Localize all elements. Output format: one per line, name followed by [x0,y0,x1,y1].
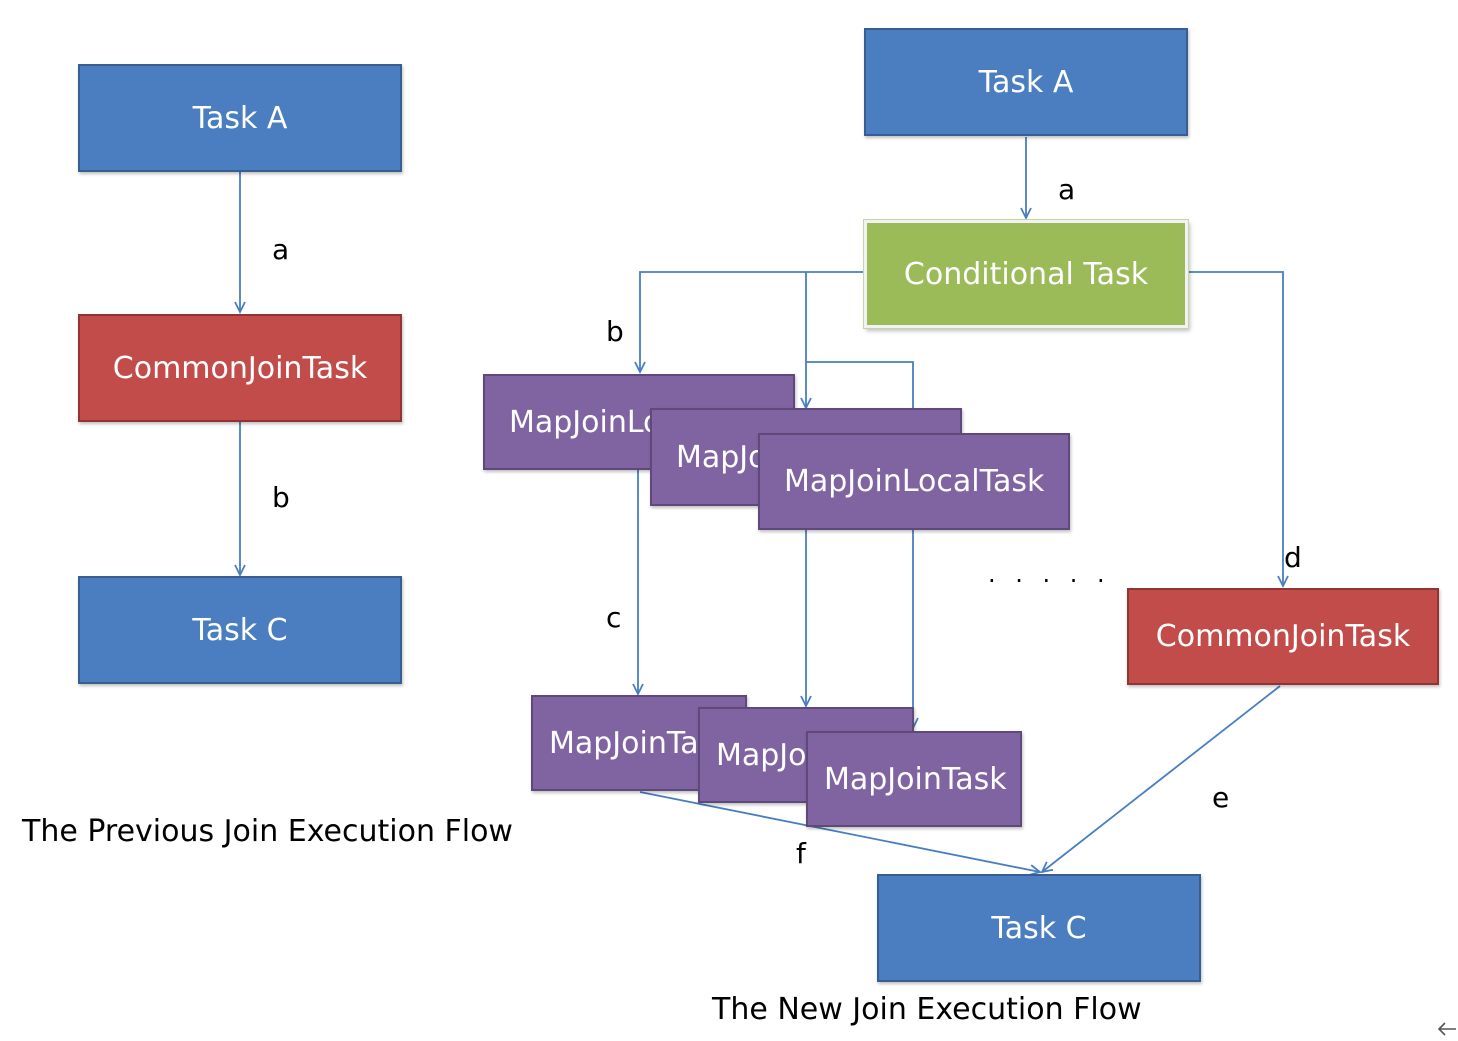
left-common-join-task-label: CommonJoinTask [112,350,368,386]
conditional-task-label: Conditional Task [903,256,1149,292]
arrow-right-d [1188,271,1289,589]
right-task-c-box: Task C [877,874,1201,982]
left-task-a-label: Task A [192,100,288,136]
right-task-a-box: Task A [864,28,1188,136]
right-edge-f-label: f [796,837,806,870]
arrow-left-icon[interactable] [1436,1021,1458,1037]
right-edge-d-label: d [1284,541,1302,574]
right-task-c-label: Task C [991,910,1087,946]
arrow-right-e [1040,685,1281,874]
right-edge-e-label: e [1212,781,1230,814]
right-flow-caption: The New Join Execution Flow [712,992,1142,1027]
right-edge-a-label: a [1058,173,1076,206]
conditional-task-box: Conditional Task [864,220,1188,328]
left-task-c-box: Task C [78,576,402,684]
right-common-join-task-box: CommonJoinTask [1127,588,1439,685]
arrow-right-f [639,791,1042,876]
mapjoin-task-box-3: MapJoinTask [806,731,1022,827]
left-edge-a-label: a [272,233,290,266]
right-task-a-label: Task A [978,64,1074,100]
left-task-c-label: Task C [192,612,288,648]
mapjoin-task-label-3: MapJoinTask [824,761,1007,797]
mapjoin-local-task-label-3: MapJoinLocalTask [784,464,1045,499]
arrow-right-b [634,271,864,375]
mapjoin-local-task-box-3: MapJoinLocalTask [758,433,1070,530]
left-flow-caption: The Previous Join Execution Flow [22,814,513,849]
right-edge-b-label: b [606,315,624,348]
right-edge-c-label: c [606,601,622,634]
more-tasks-ellipsis: . . . . . [988,560,1111,588]
left-common-join-task-box: CommonJoinTask [78,314,402,422]
left-edge-b-label: b [272,481,290,514]
right-common-join-task-label: CommonJoinTask [1155,619,1411,654]
left-task-a-box: Task A [78,64,402,172]
